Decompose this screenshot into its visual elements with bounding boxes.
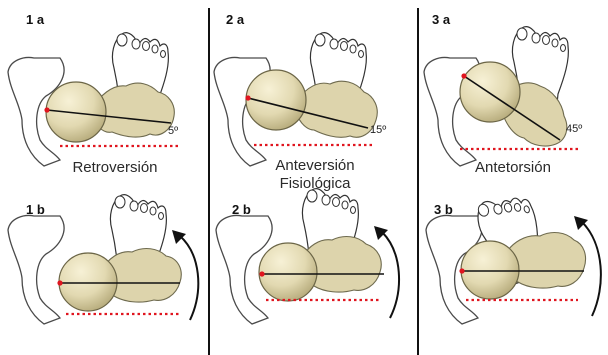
axis-marker: [57, 280, 62, 285]
panel-label-3a: 3 a: [432, 12, 451, 27]
panel-label-2b: 2 b: [232, 202, 251, 217]
angle-label-1a: 5º: [168, 125, 178, 137]
panel-3a: 3 a 45º Antetorsión: [424, 12, 582, 176]
panel-2b: 2 b: [216, 189, 399, 324]
panel-2a: 2 a 15º Anteversión Fisiológica: [214, 12, 386, 192]
caption-1a: Retroversión: [72, 159, 157, 176]
femoral-head: [259, 243, 317, 301]
rotation-arrow: [582, 222, 601, 316]
arrowhead: [172, 230, 186, 244]
caption-3a: Antetorsión: [475, 159, 551, 176]
panel-label-1a: 1 a: [26, 12, 45, 27]
panel-3b: 3 b: [426, 188, 601, 324]
angle-label-3a: 45º: [566, 123, 582, 135]
panel-label-3b: 3 b: [434, 202, 453, 217]
femoral-head: [46, 82, 106, 142]
axis-marker: [461, 73, 466, 78]
axis-marker: [459, 268, 464, 273]
rotation-arrow: [180, 236, 198, 320]
panel-label-1b: 1 b: [26, 202, 45, 217]
rotation-arrow: [382, 232, 399, 318]
panel-1a: 1 a 5º Retroversión: [8, 12, 178, 176]
femoral-head: [461, 241, 519, 299]
panel-1b: 1 b: [8, 195, 198, 324]
pelvis-outline: [8, 216, 64, 324]
femur-neck-trochanter: [294, 81, 377, 137]
femoral-head: [59, 253, 117, 311]
axis-marker: [44, 107, 49, 112]
axis-marker: [259, 271, 264, 276]
caption-2a-line1: Anteversión: [275, 157, 354, 174]
angle-label-2a: 15º: [370, 124, 386, 136]
femoral-head: [460, 62, 520, 122]
panel-label-2a: 2 a: [226, 12, 245, 27]
axis-marker: [245, 95, 250, 100]
